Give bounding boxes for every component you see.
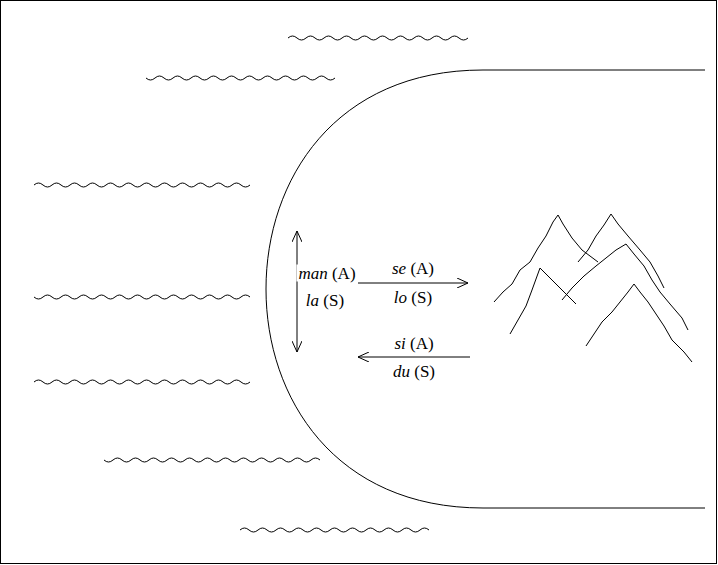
direction-term: man (A) [296, 265, 357, 282]
wave-line [34, 295, 250, 299]
wave-line [146, 76, 335, 80]
wave-line [34, 380, 250, 384]
wave-line [288, 36, 468, 40]
direction-term: si (A) [392, 335, 435, 352]
mountains [494, 214, 692, 362]
seaward-arrow [358, 357, 470, 358]
direction-term: du (S) [391, 363, 437, 380]
direction-term: lo (S) [392, 289, 434, 306]
wave-line [104, 458, 320, 462]
sea-waves [34, 36, 468, 532]
direction-term: la (S) [304, 292, 346, 309]
direction-term: se (A) [390, 260, 436, 277]
wave-line [240, 528, 429, 532]
coastline [266, 70, 705, 508]
wave-line [34, 183, 250, 187]
inland-arrow [358, 283, 468, 284]
coastal-arrow [297, 231, 298, 352]
